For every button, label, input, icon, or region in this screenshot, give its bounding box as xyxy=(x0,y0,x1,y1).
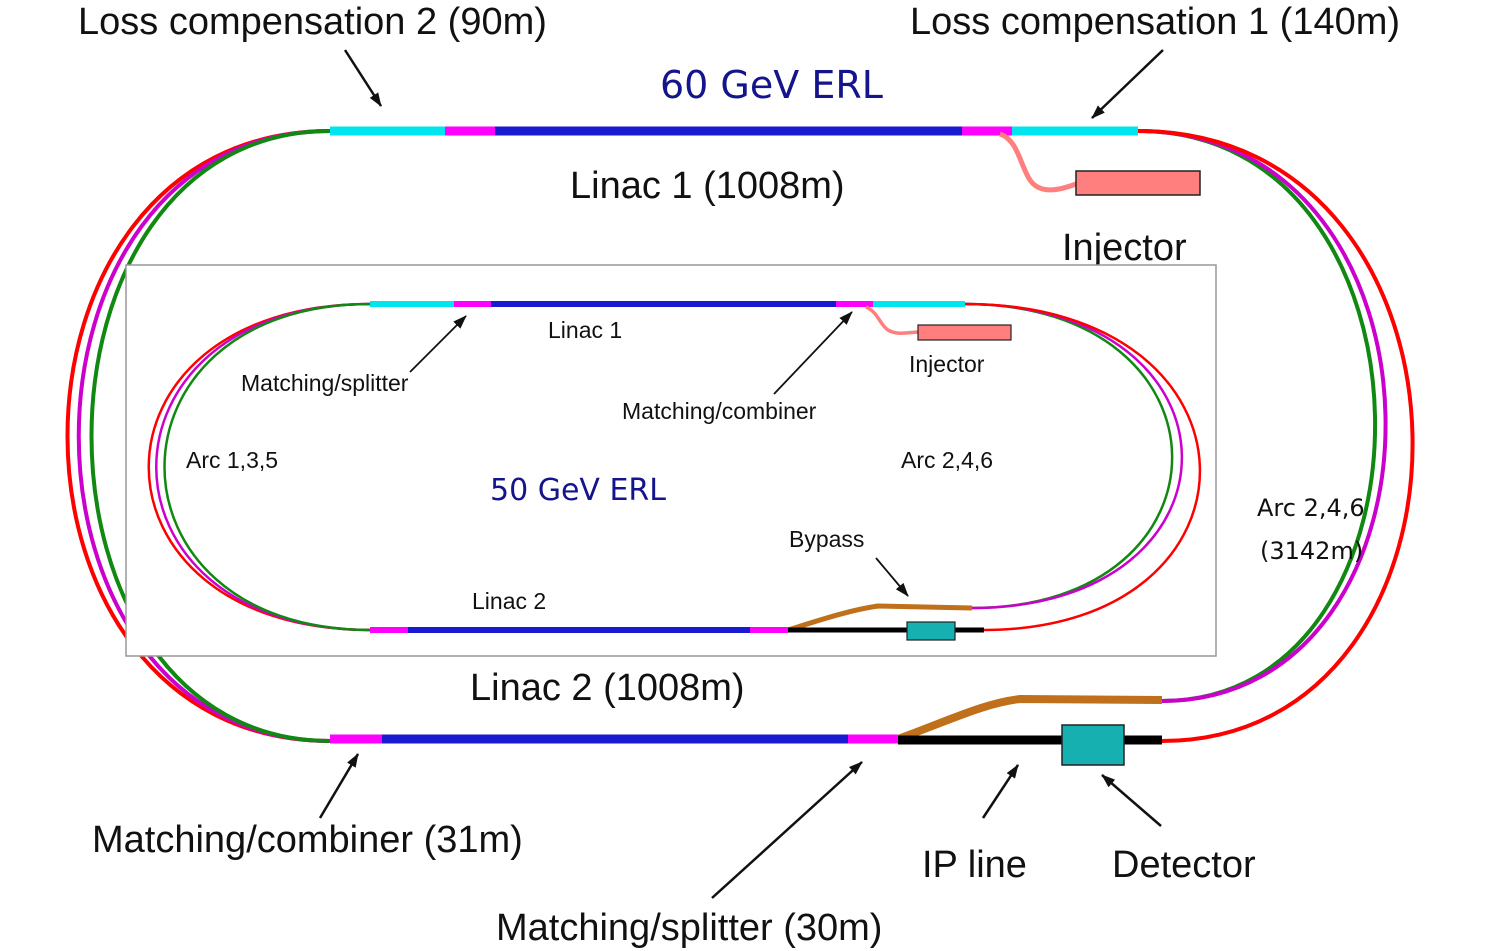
inset-right-arc-green xyxy=(964,302,1174,610)
inset-injector-box xyxy=(917,324,1012,341)
outer-racetrack xyxy=(65,126,1415,766)
outer-left-arc-green xyxy=(89,129,331,743)
inset-arc-right-label: Arc 2,4,6 xyxy=(901,447,993,473)
inset-frame xyxy=(125,264,1217,657)
outer-arc-right-label-line1: Arc 2,4,6 xyxy=(1257,494,1365,522)
inset-right-arc-magenta xyxy=(964,302,1184,610)
outer-detector-label: Detector xyxy=(1112,844,1256,886)
outer-ip-line-label: IP line xyxy=(922,844,1027,886)
outer-injector-line xyxy=(998,131,1077,193)
outer-erl-label: 60 GeV ERL xyxy=(660,63,883,107)
inset-linac-2-label: Linac 2 xyxy=(472,588,546,614)
outer-loss-comp-1-label: Loss compensation 1 (140m) xyxy=(910,1,1400,43)
inset-linac-1-label: Linac 1 xyxy=(548,317,622,343)
arrow-loss-comp-1 xyxy=(1091,49,1164,119)
inset-arrow-matching-combiner xyxy=(773,311,853,395)
outer-detector xyxy=(1061,724,1125,766)
inset-erl-label: 50 GeV ERL xyxy=(490,473,666,508)
inset-bypass xyxy=(787,603,973,633)
outer-left-arc-magenta xyxy=(76,129,331,743)
inset-detector xyxy=(906,621,956,641)
inset-bypass-label: Bypass xyxy=(789,526,864,552)
inset-left-arc-green xyxy=(163,302,371,632)
outer-injector-label: Injector xyxy=(1062,227,1187,269)
outer-matching-combiner-label: Matching/combiner (31m) xyxy=(92,819,523,861)
outer-linac-2-label: Linac 2 (1008m) xyxy=(470,667,745,709)
inset-left-arc-magenta xyxy=(155,302,371,632)
inset-injector-label: Injector xyxy=(909,351,985,377)
arrow-loss-comp-2 xyxy=(343,49,383,107)
outer-right-arc-red xyxy=(1137,129,1415,743)
outer-left-arc-red xyxy=(65,129,331,743)
outer-arc-right-label-line2: (3142m) xyxy=(1260,537,1363,565)
inset-injector-line xyxy=(865,305,919,335)
outer-right-arc-magenta xyxy=(1137,129,1388,703)
arrow-matching-splitter xyxy=(711,761,863,899)
inset-matching-combiner-label: Matching/combiner xyxy=(622,398,817,424)
inset-matching-splitter-label: Matching/splitter xyxy=(241,370,409,396)
outer-linac-1-label: Linac 1 (1008m) xyxy=(570,165,845,207)
inset-arrow-bypass xyxy=(875,557,909,597)
outer-injector-box xyxy=(1075,170,1201,196)
inset-arrow-matching-splitter xyxy=(409,315,467,373)
outer-bypass xyxy=(896,694,1163,743)
inset-panel: Linac 1 Injector Matching/splitter Match… xyxy=(125,264,1217,657)
inset-arc-left-label: Arc 1,3,5 xyxy=(186,447,278,473)
outer-matching-splitter-label: Matching/splitter (30m) xyxy=(496,907,882,949)
outer-right-arc-green xyxy=(1137,129,1378,703)
arrow-matching-combiner xyxy=(318,753,360,819)
arrow-detector xyxy=(1101,774,1162,827)
inset-right-arc-red xyxy=(964,302,1202,632)
outer-loss-comp-2-label: Loss compensation 2 (90m) xyxy=(78,1,547,43)
arrow-ip-line xyxy=(981,764,1020,819)
